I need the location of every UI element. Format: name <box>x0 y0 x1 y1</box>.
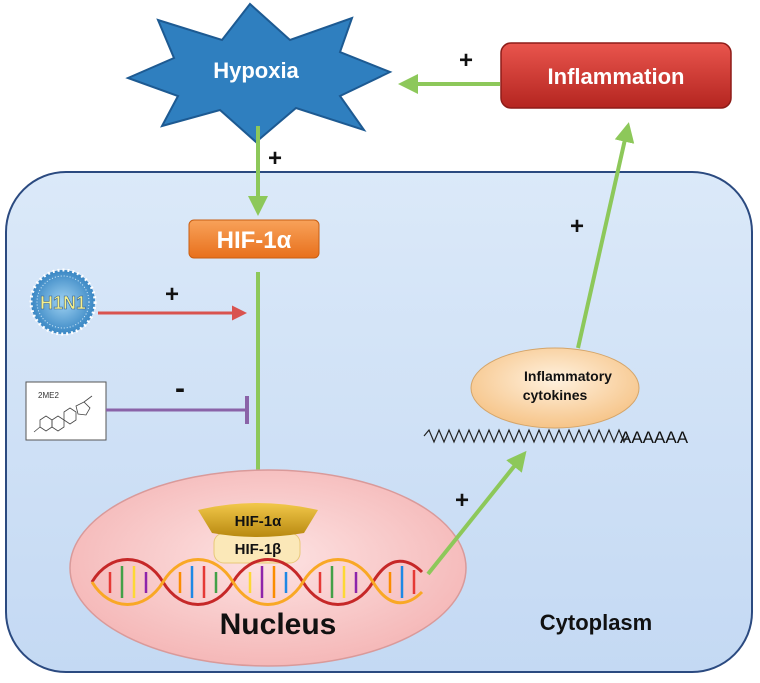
complex-hif1b-label: HIF-1β <box>235 541 282 558</box>
dna-to-cytokines-arrow <box>426 450 527 576</box>
sign-2me2-inhibits-hif: - <box>175 372 185 405</box>
cytoplasm-label: Cytoplasm <box>540 610 652 635</box>
dna-helix-icon <box>90 558 424 606</box>
hypoxia-label: Hypoxia <box>213 58 299 83</box>
cytokines-label-line1: Inflammatory <box>524 368 612 384</box>
complex-hif1a-label: HIF-1α <box>235 513 283 530</box>
mrna-strand: AAAAAA <box>423 428 689 447</box>
2me2-label: 2ME2 <box>38 391 59 400</box>
cytokines-label-line2: cytokines <box>523 387 588 403</box>
nucleus-label: Nucleus <box>220 608 337 641</box>
inflammation-node: Inflammation <box>500 42 732 109</box>
hif-complex: HIF-1α HIF-1β <box>198 503 318 564</box>
cytokines-to-inflammation-arrow <box>576 122 635 349</box>
hif1a-node: HIF-1α <box>188 219 320 259</box>
2me2-drug-card: 2ME2 <box>25 381 107 441</box>
hif1a-label: HIF-1α <box>217 227 292 254</box>
sign-cytokines-to-inflammation: + <box>570 213 584 240</box>
hypoxia-node: Hypoxia <box>125 2 393 144</box>
steroid-structure-icon <box>33 395 93 433</box>
sign-hypoxia-to-hif: + <box>268 145 282 172</box>
h1n1-virus: H1N1 <box>29 268 97 336</box>
sign-hif-to-cytokines: + <box>455 487 469 514</box>
mrna-polya-tail: AAAAAA <box>620 428 689 447</box>
cytokines-node: Inflammatory cytokines <box>470 347 640 429</box>
sign-h1n1-to-hif: + <box>165 281 179 308</box>
inflammation-label: Inflammation <box>548 64 685 89</box>
h1n1-label: H1N1 <box>40 293 86 313</box>
sign-inflammation-to-hypoxia: + <box>459 47 473 74</box>
nucleus: Nucleus <box>69 469 467 667</box>
